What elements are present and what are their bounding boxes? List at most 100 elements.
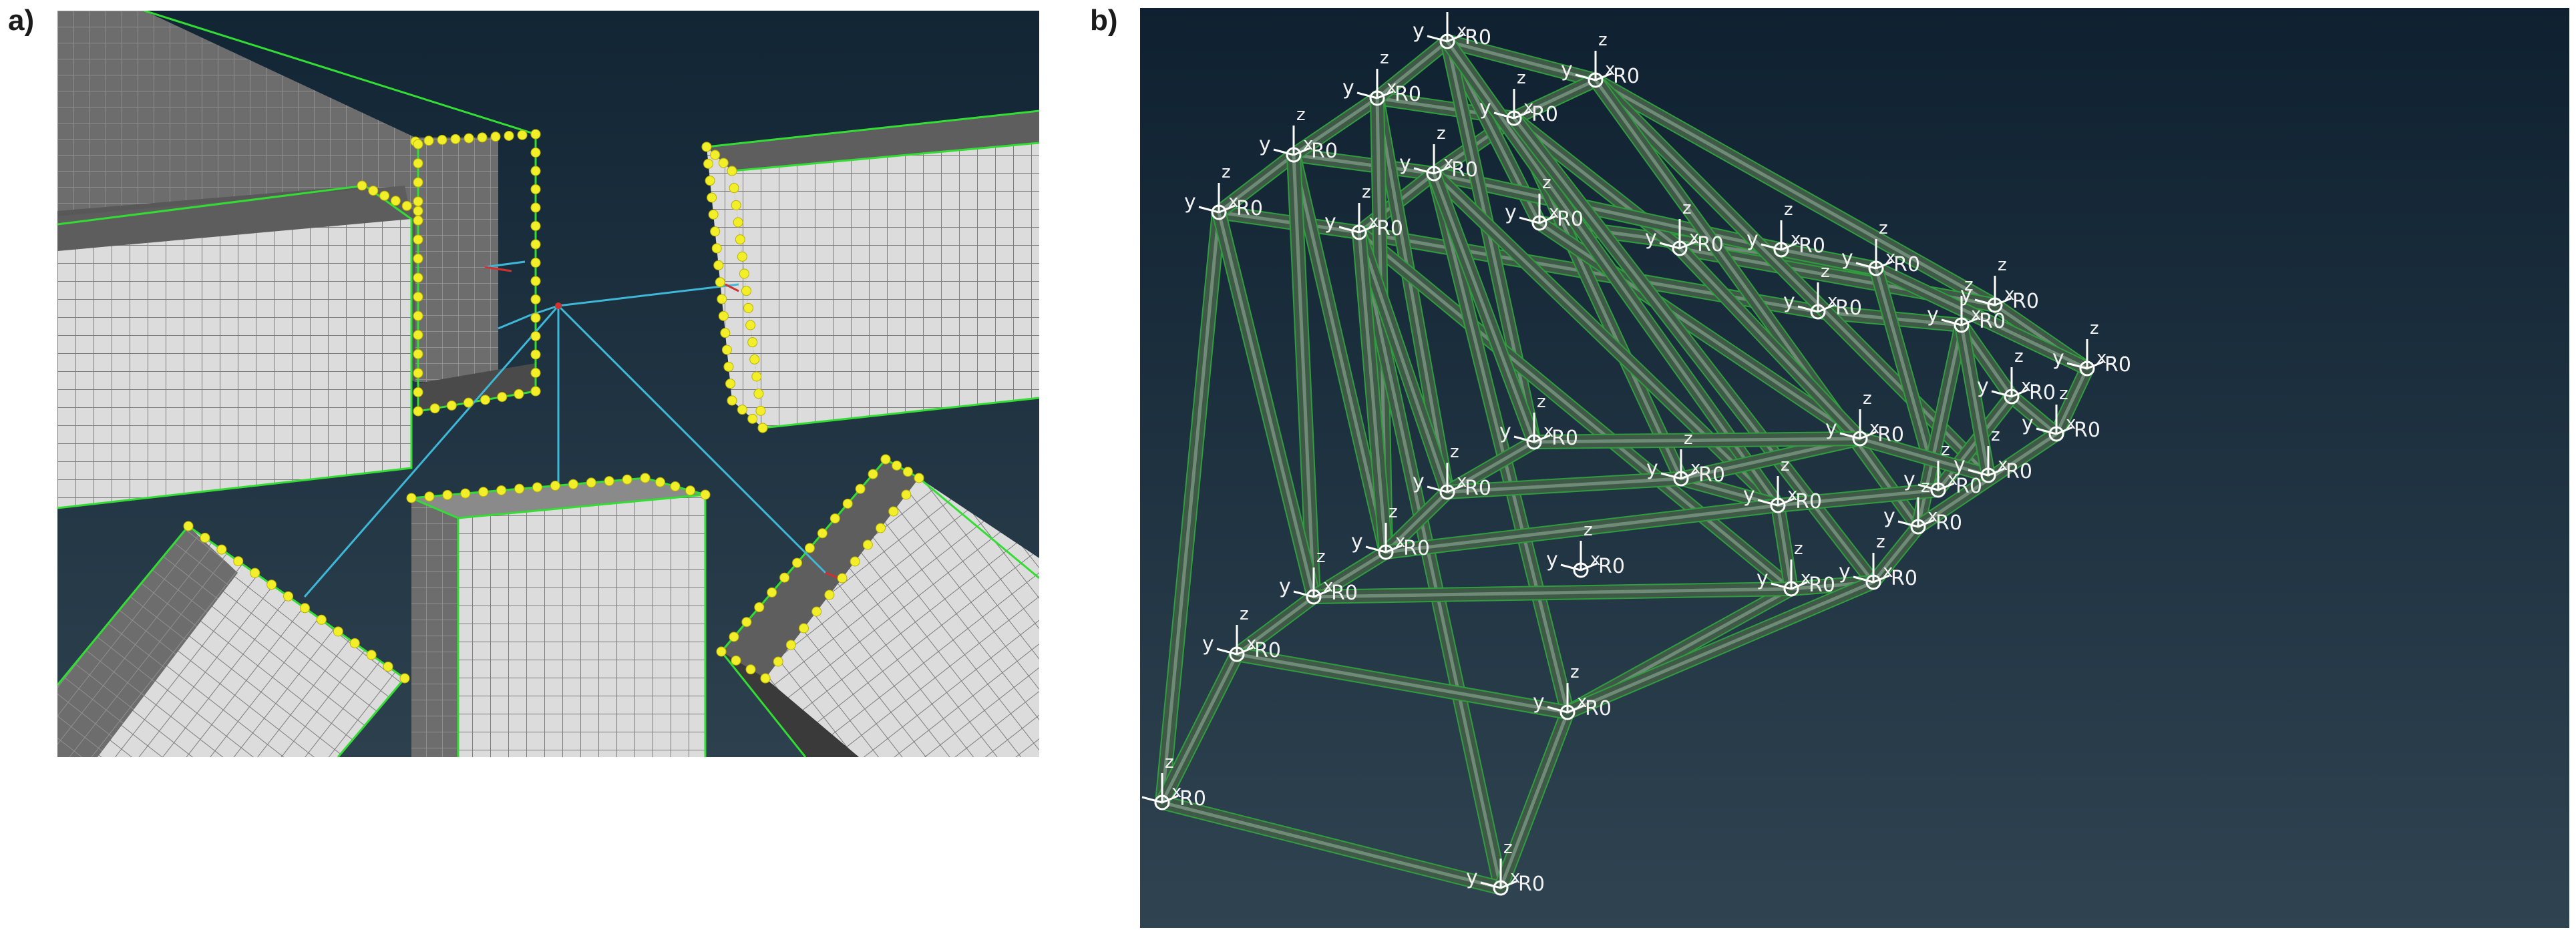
node-marker	[804, 543, 815, 553]
z-axis-label: z	[1296, 105, 1306, 125]
x-axis-arrow	[2086, 361, 2104, 370]
z-axis-label: z	[1821, 262, 1830, 282]
node-marker	[743, 302, 754, 313]
node-constraint-tag: R0	[1877, 423, 1904, 447]
shell-joint-svg[interactable]	[57, 11, 1039, 757]
y-axis-arrow	[1757, 499, 1779, 507]
beam-member-core	[1960, 323, 1990, 477]
truss-model-viewport[interactable]: zyxR0zyxR0zyxR0zyxR0zyxR0zyxR0zyxR0zyxR0…	[1140, 8, 2569, 928]
x-axis-label: x	[1948, 469, 1958, 489]
beam-member-core	[1235, 595, 1316, 656]
x-axis-arrow	[1580, 562, 1598, 571]
z-axis-label: z	[1863, 389, 1872, 409]
y-axis-arrow	[1917, 483, 1939, 491]
beam-member-core	[1292, 153, 1436, 176]
x-axis-arrow	[1218, 204, 1236, 214]
z-axis-label: z	[1941, 440, 1950, 460]
node-marker	[785, 640, 796, 650]
node-marker	[183, 521, 194, 531]
x-axis-arrow	[1781, 242, 1798, 251]
y-axis-arrow	[1198, 206, 1220, 214]
shell-joint-viewport[interactable]	[57, 11, 1039, 757]
x-axis-arrow	[1938, 482, 1955, 491]
node-marker	[413, 215, 423, 226]
y-axis-label: y	[1399, 152, 1411, 175]
node-constraint-tag: R0	[1585, 697, 1612, 720]
upper-right-shell[interactable]	[706, 109, 1039, 429]
beam-member-core	[1776, 488, 1940, 507]
node-marker	[478, 487, 489, 497]
beam-member-core	[1874, 266, 2089, 371]
x-axis-arrow	[1679, 240, 1696, 250]
y-axis-label: y	[1841, 246, 1853, 270]
left-shell-face[interactable]	[57, 184, 413, 509]
node-marker	[705, 176, 715, 186]
node-marker	[530, 129, 541, 140]
beam-member-core	[1678, 246, 1862, 441]
node-constraint-tag: R0	[2029, 381, 2056, 405]
node-marker	[200, 533, 210, 543]
beam-member-core	[1375, 96, 1449, 494]
x-axis-label: x	[1246, 634, 1256, 654]
node-constraint-tag: R0	[1795, 490, 1822, 513]
x-axis-arrow	[1533, 434, 1551, 443]
node-constraint-tag: R0	[1697, 233, 1724, 256]
truss-model-svg[interactable]: zyxR0zyxR0zyxR0zyxR0zyxR0zyxR0zyxR0zyxR0…	[1140, 8, 2569, 928]
beam-member-core	[1357, 230, 1793, 591]
rbe-center-node[interactable]	[484, 266, 840, 579]
x-axis-label: x	[2066, 413, 2076, 433]
node-marker	[837, 573, 848, 583]
viewport-background	[1140, 8, 2569, 928]
node-marker	[876, 523, 886, 533]
x-axis-label: x	[1387, 77, 1397, 97]
y-axis-arrow	[1897, 520, 1919, 528]
node-marker	[463, 397, 474, 408]
node-marker	[892, 460, 902, 471]
x-axis-label: x	[2021, 376, 2031, 396]
x-axis-label: x	[1801, 568, 1811, 588]
y-axis-label: y	[1645, 226, 1657, 250]
y-axis-label: y	[1466, 866, 1478, 889]
node-marker	[717, 294, 727, 304]
bottom-center-shell[interactable]	[411, 477, 707, 757]
beam-member-core	[1384, 503, 1780, 554]
x-axis-label: x	[1787, 485, 1797, 505]
beam-member-core	[1532, 437, 1862, 444]
x-axis-arrow	[1358, 224, 1376, 234]
x-axis-label: x	[1791, 229, 1801, 249]
